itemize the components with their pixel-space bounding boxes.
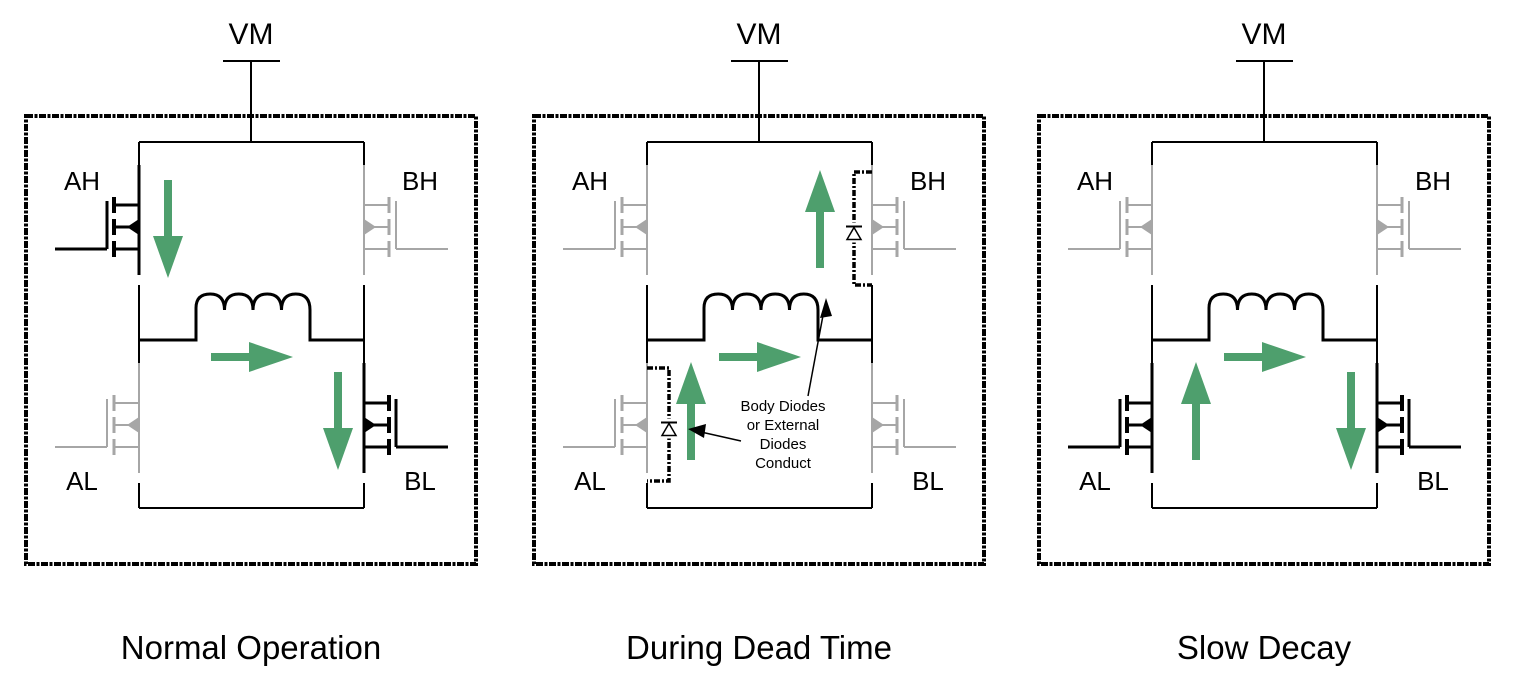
- current-arrow-icon: [1336, 428, 1366, 470]
- motor-winding-inductor: [647, 292, 872, 342]
- annotation-text-line: or External: [747, 417, 820, 434]
- fet-bl: [362, 363, 448, 473]
- arrow-shaft: [1192, 402, 1200, 460]
- arrow-shaft: [1224, 353, 1264, 361]
- arrow-shaft: [816, 210, 824, 268]
- fet-ah: [55, 165, 141, 275]
- fet-ah: [1068, 165, 1153, 275]
- panel-normal-operation: VM AH BH AL BL Normal Operation: [24, 18, 478, 666]
- current-arrow-icon: [1181, 362, 1211, 404]
- arrow-shaft: [1347, 372, 1355, 430]
- supply-label-vm: VM: [737, 18, 782, 51]
- fet-bh: [1376, 165, 1461, 275]
- current-arrow-al: [1181, 362, 1211, 460]
- diode-conduction-path: [647, 366, 671, 483]
- diode-path-bh: [845, 170, 872, 287]
- current-arrow-icon: [757, 342, 801, 372]
- current-arrow-ah: [153, 180, 183, 278]
- motor-winding-inductor: [1152, 292, 1377, 342]
- fet-body-arrow-icon: [635, 417, 647, 433]
- arrow-shaft: [164, 180, 172, 238]
- annotation-text-line: Body Diodes: [740, 398, 825, 415]
- label-al: AL: [574, 466, 606, 496]
- label-bl: BL: [1417, 466, 1449, 496]
- label-al: AL: [1079, 466, 1111, 496]
- label-bl: BL: [404, 466, 436, 496]
- fet-bh: [363, 165, 448, 275]
- fet-al: [563, 363, 648, 473]
- annotation-arrow-icon: [688, 424, 706, 438]
- current-arrow-bh: [805, 170, 835, 268]
- panel-dead-time: VM AH BH AL BL Body Diodes or ExternalDiodesCo…: [532, 18, 986, 666]
- current-arrow-bl: [323, 372, 353, 470]
- fet-ah: [563, 165, 648, 275]
- annotation-text-line: Diodes: [760, 436, 807, 453]
- current-arrow-middle: [1224, 342, 1306, 372]
- supply-label-vm: VM: [1242, 18, 1287, 51]
- fet-al: [55, 363, 140, 473]
- label-ah: AH: [1077, 166, 1113, 196]
- fet-body-arrow-icon: [364, 417, 376, 433]
- arrow-shaft: [719, 353, 759, 361]
- fet-bh: [871, 165, 956, 275]
- fet-body-arrow-icon: [127, 417, 139, 433]
- current-arrow-middle: [719, 342, 801, 372]
- panel-slow-decay: VM AH BH AL BL Slow Decay: [1037, 18, 1491, 666]
- fet-body-arrow-icon: [635, 219, 647, 235]
- label-bh: BH: [910, 166, 946, 196]
- diode-path-al: [647, 366, 678, 483]
- arrow-shaft: [211, 353, 251, 361]
- current-arrow-icon: [1262, 342, 1306, 372]
- annotation-leader-top: [807, 309, 825, 397]
- current-arrow-icon: [805, 170, 835, 212]
- label-al: AL: [66, 466, 98, 496]
- current-arrow-bl: [1336, 372, 1366, 470]
- panel-title: Slow Decay: [1177, 629, 1352, 666]
- annotation-arrow-icon: [820, 298, 832, 318]
- panel-title: Normal Operation: [121, 629, 381, 666]
- fet-body-arrow-icon: [1140, 219, 1152, 235]
- label-ah: AH: [64, 166, 100, 196]
- label-ah: AH: [572, 166, 608, 196]
- diode-icon: [660, 422, 678, 437]
- supply-label-vm: VM: [229, 18, 274, 51]
- fet-body-arrow-icon: [364, 219, 376, 235]
- current-arrow-icon: [249, 342, 293, 372]
- annotation-leader-left: [700, 431, 742, 442]
- fet-bl: [871, 363, 956, 473]
- fet-body-arrow-icon: [1140, 417, 1152, 433]
- label-bl: BL: [912, 466, 944, 496]
- current-arrow-middle: [211, 342, 293, 372]
- fet-body-arrow-icon: [1377, 417, 1389, 433]
- fet-body-arrow-icon: [127, 219, 139, 235]
- arrow-shaft: [687, 402, 695, 460]
- motor-winding-inductor: [139, 292, 364, 342]
- annotation-text-line: Conduct: [755, 455, 812, 472]
- current-arrow-icon: [676, 362, 706, 404]
- fet-al: [1068, 363, 1154, 473]
- fet-bl: [1375, 363, 1461, 473]
- current-arrow-icon: [153, 236, 183, 278]
- current-arrow-al: [676, 362, 706, 460]
- panel-title: During Dead Time: [626, 629, 892, 666]
- fet-body-arrow-icon: [1377, 219, 1389, 235]
- diode-icon: [845, 226, 863, 241]
- current-arrow-icon: [323, 428, 353, 470]
- label-bh: BH: [402, 166, 438, 196]
- fet-body-arrow-icon: [872, 417, 884, 433]
- label-bh: BH: [1415, 166, 1451, 196]
- fet-body-arrow-icon: [872, 219, 884, 235]
- arrow-shaft: [334, 372, 342, 430]
